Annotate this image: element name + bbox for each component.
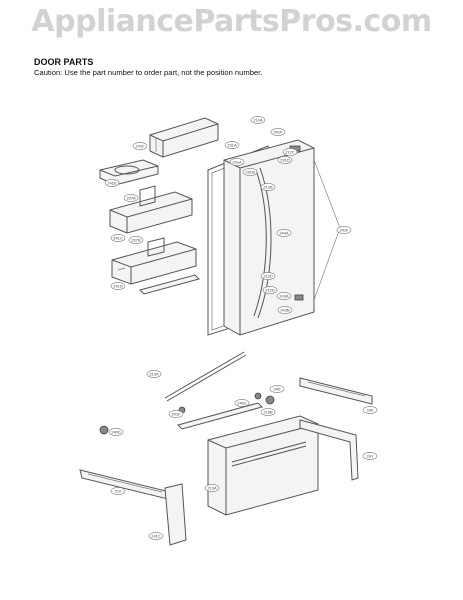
callout-label: 210A [250, 116, 266, 124]
callout-label-text: 237A [126, 195, 136, 200]
callout-label-text: 210A [253, 117, 263, 122]
freezer-drawer-front [207, 415, 319, 516]
slide-rail-left [79, 469, 187, 546]
egg-tray [99, 159, 159, 186]
callout-label: 212D [260, 272, 276, 280]
callout-label: 240D [108, 428, 124, 436]
callout-label-text: 213A [149, 371, 159, 376]
callout-label-text: 241E [107, 180, 117, 185]
callout-label: 237A [123, 194, 139, 202]
callout-label-text: 231A [227, 142, 237, 147]
drawer-rod [164, 351, 247, 402]
diagram-title: DOOR PARTS [34, 57, 94, 67]
callout-label: 213A [204, 484, 220, 492]
callout-label-text: 231B [245, 169, 255, 174]
callout-label-text: 240C [237, 400, 247, 405]
callout-label: 231D [277, 156, 293, 164]
callout-label-text: 243B [280, 307, 290, 312]
callout-label: 241F [132, 142, 148, 150]
callout-label-text: 240 [367, 407, 374, 412]
drawer-cross-bar [177, 402, 263, 430]
callout-label-text: 241F [135, 143, 145, 148]
callout-label: 212D [262, 286, 278, 294]
callout-label-text: 210 [115, 488, 122, 493]
callout-label: 241 [362, 452, 378, 460]
callout-label: 212B [260, 183, 276, 191]
callout-label-text: 241C [113, 235, 123, 240]
callout-label: 240C [234, 399, 250, 407]
callout-label-text: 212C [285, 149, 295, 154]
callout-label-text: 241 [367, 453, 374, 458]
bin-rail [139, 274, 200, 295]
callout-label: 241C [148, 532, 164, 540]
callout-label-text: 243A [279, 293, 289, 298]
drawer-bracket-right [299, 419, 359, 481]
callout-label-text: 213A [207, 485, 217, 490]
callout-label: 241D [110, 282, 126, 290]
refrigerator-door [223, 139, 315, 336]
callout-label: 241F [270, 128, 286, 136]
callout-label: 241E [104, 179, 120, 187]
callout-label: 240 [362, 406, 378, 414]
callout-label-text: 231D [280, 157, 290, 162]
callout-label: 241C [110, 234, 126, 242]
callout-label-text: 241F [171, 411, 181, 416]
callout-label-text: 212D [263, 273, 273, 278]
callout-label: 213A [146, 370, 162, 378]
door-bin-middle [109, 185, 193, 234]
callout-label: 244A [276, 229, 292, 237]
door-bin-lower [111, 237, 197, 285]
callout-label-text: 212D [265, 287, 275, 292]
callout-label-text: 241F [273, 129, 283, 134]
callout-label: 237B [128, 236, 144, 244]
callout-label: 243A [276, 292, 292, 300]
callout-label: 243B [277, 306, 293, 314]
callout-label: 231A [229, 158, 245, 166]
callout-label: 231B [242, 168, 258, 176]
callout-label: 241F [336, 226, 352, 234]
callout-label-text: 241D [113, 283, 123, 288]
callout-label-text: 237B [131, 237, 141, 242]
callout-label-text: 240 [274, 386, 281, 391]
callout-label: 231A [224, 141, 240, 149]
callout-label-text: 215B [263, 409, 273, 414]
callout-label: 241F [168, 410, 184, 418]
callout-label: 210 [110, 487, 126, 495]
slide-rail-right [299, 377, 373, 405]
callout-label-text: 244A [279, 230, 289, 235]
callout-label-text: 240D [111, 429, 121, 434]
callout-label: 215B [260, 408, 276, 416]
callout-label-text: 241F [339, 227, 349, 232]
site-watermark: AppliancePartsPros.com [31, 4, 432, 39]
callout-label-text: 241C [151, 533, 161, 538]
callout-label-text: 212B [263, 184, 273, 189]
door-bin-top [149, 117, 219, 158]
callout-label-text: 231A [232, 159, 242, 164]
callout-label: 212C [282, 148, 298, 156]
callout-label: 240 [269, 385, 285, 393]
caution-note: Caution: Use the part number to order pa… [34, 68, 263, 77]
